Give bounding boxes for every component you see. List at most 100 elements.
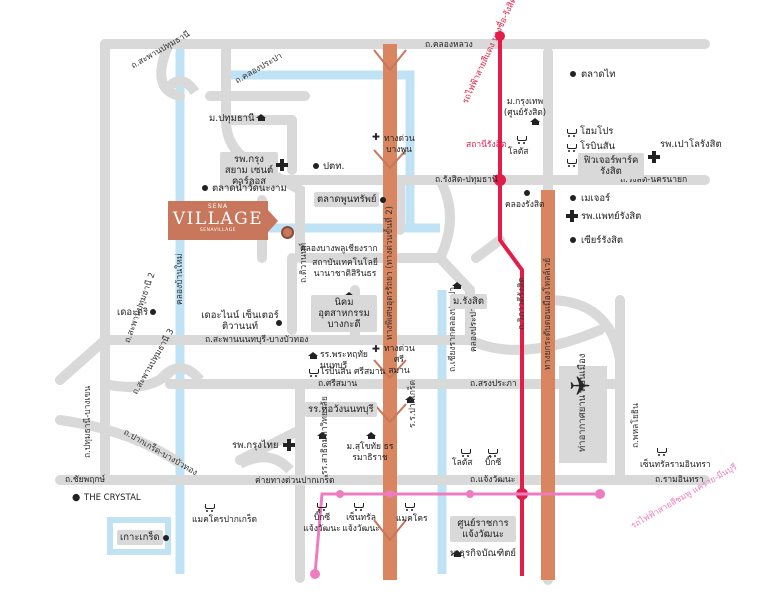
place-dot (202, 185, 208, 191)
shopping-cart-icon (516, 135, 527, 144)
red-station-top (495, 31, 505, 41)
pink-station-5 (595, 489, 605, 499)
place-zeer: เซียร์รังสิต (581, 235, 624, 246)
place-lotus-rangsit: โลตัส (508, 147, 529, 157)
road-label-chaengwattana: ถ.แจ้งวัฒนะ (470, 475, 516, 485)
airplane-icon: ✈ (569, 372, 591, 402)
place-sathaban: สถาบันเทคโนโลยี นานาชาติสิรินธร (312, 258, 378, 279)
place-dot (163, 535, 169, 541)
place-dot (570, 237, 576, 243)
road-label-khlong-luang: ถ.คลองหลวง (425, 40, 473, 50)
place-talat-phunsap: ตลาดพูนทรัพย์ (314, 192, 380, 207)
place-dot (150, 309, 156, 315)
pink-station-3 (386, 490, 394, 498)
place-government-center: ศูนย์ราชการ แจ้งวัฒนะ (450, 516, 516, 542)
place-rangsit-station: สถานีรังสิต (466, 140, 507, 150)
pink-station-4 (466, 490, 474, 498)
red-rail-line (498, 36, 524, 576)
place-major: เมเจอร์ (581, 193, 611, 204)
road-label-songprapa: ถ.สรงประภา (470, 379, 517, 389)
shopping-cart-icon (656, 447, 667, 456)
place-central-ramintra: เซ็นทรัลรามอินทรา (640, 460, 711, 470)
place-dot (313, 163, 319, 169)
place-rp-phat: รพ.แพทย์รังสิต (581, 211, 642, 222)
place-expressway-srisaman: ทางด่วน ศรีสมาน (384, 344, 415, 376)
road-label-khlong-bang-phai: คลองบางพลูเชียงราก (300, 244, 378, 254)
place-talat-thai: ตลาดไท (581, 69, 616, 80)
university-icon (452, 282, 463, 290)
road-label-tiwanon-canal: คลองบ้านใหม่ (175, 253, 185, 306)
project-pin-icon (281, 226, 294, 239)
place-khe-nine: เดอะไนน์ เซ็นเตอร์ ติวานนท์ (201, 310, 279, 332)
hospital-icon (276, 159, 288, 171)
tollway-ramps (373, 49, 407, 542)
university-icon (317, 432, 328, 440)
expressway-bangphun-icon: ✚ (372, 132, 380, 143)
shopping-cart-icon (566, 128, 577, 137)
shopping-cart-icon (566, 143, 577, 152)
place-dot (380, 197, 386, 203)
road-label-rangsit-nakhon-nayok: ถ.รังสิต-นครนายก (620, 175, 688, 185)
place-the-crystal: THE CRYSTAL (84, 493, 141, 503)
place-rp-krungsiam: รพ.กรุงสยาม เซนต์คาร์ลอส (220, 152, 278, 189)
shopping-cart-icon (353, 502, 364, 511)
place-lotus: โลตัส (452, 458, 473, 468)
road-label-pathum-bang-khen: ถ.ปทุมธานี-บางเขน (83, 385, 93, 458)
university-icon (452, 550, 463, 558)
interchanges (156, 76, 294, 474)
place-dot (524, 190, 530, 196)
road-label-rangsit-pathum: ถ.รังสิต-ปทุมธานี (435, 175, 498, 185)
road-label-tollway: ทางพิเศษอุดรรัถยา (ทางด่วนขั้นที่ 2) (385, 206, 395, 340)
pink-station-2 (336, 490, 344, 498)
place-talat-wat-chang: ตลาดน้ำวัดนะงาม (212, 183, 287, 194)
hospital-icon (648, 151, 660, 163)
hospital-icon (566, 210, 578, 222)
place-dot (570, 71, 576, 77)
university-icon (256, 114, 267, 122)
place-expressway-bangphun: ทางด่วน บางพูน (384, 134, 415, 155)
project-name: VILLAGE (172, 209, 264, 229)
place-dekori: เดอะกริ (117, 307, 149, 318)
place-mu-rangsit: ม.รังสิต (450, 294, 487, 309)
shopping-cart-icon (204, 503, 215, 512)
place-koh-kret: เกาะเกร็ด (117, 530, 163, 545)
project-marker-tip (268, 210, 278, 232)
road-label-chaiyaphruek: ถ.ชัยพฤกษ์ (65, 475, 106, 485)
place-robinson: โรบินสัน (580, 141, 616, 152)
expressway-srisaman-icon: ✚ (372, 344, 380, 355)
place-lotus-srisaman: โรบินสัน ศรีสมาน (320, 367, 386, 377)
place-sabaisawan: ร.ร.ปากเกร็ด (408, 380, 418, 428)
place-makro-pakkret: แมคโครปากเกร็ด (192, 515, 258, 525)
place-mu-dhurakij: ม.ธุรกิจบัณฑิตย์ (450, 548, 516, 559)
project-marker: SENA VILLAGE SENAVILLAGE (168, 201, 268, 240)
place-future-park: ฟิวเจอร์พาร์ค รังสิต (578, 153, 644, 179)
shopping-cart-icon (566, 158, 577, 167)
place-homepro: โฮมโปร (580, 126, 614, 137)
shopping-cart-icon (487, 448, 498, 457)
place-big-c-right: บิ๊กซี (485, 458, 502, 468)
place-rr-horawang: รร.หอวังนนทบุรี (305, 402, 377, 417)
pink-rail-line (313, 492, 600, 575)
place-rp-paolo: รพ.เปาโลรังสิต (660, 139, 722, 150)
project-brand-top: SENA (207, 203, 229, 210)
place-mu-pathumthani: ม.ปทุมธานี (209, 113, 255, 124)
place-mu-kasem: ม.กรุงเทพ (ศูนย์รังสิต) (503, 97, 547, 118)
road-label-pak-kret-expressway: ค่ายทางด่วนปากเกร็ด (255, 476, 335, 486)
place-don-mueang-airport: ท่าอากาศยาน ดอนเมือง (577, 353, 588, 452)
place-nikhom: นิคมอุตสาหกรรม บางกะดี (311, 295, 377, 332)
road-label-phahonyothin: ถ.พหลโยธิน (631, 403, 641, 448)
road-label-ram-intra: ถ.รามอินทรา (655, 475, 704, 485)
university-icon (308, 352, 319, 360)
road-label-tiwanon: ถ.ติวานนท์ (299, 242, 309, 283)
pink-station-1 (310, 569, 320, 579)
place-rr-phrakai: รร.พระหฤทัย นนทบุรี (320, 350, 368, 371)
shopping-cart-icon (316, 502, 327, 511)
place-laplaza: คลองรังสิต (505, 200, 545, 210)
shopping-cart-icon (308, 368, 319, 377)
university-icon (530, 118, 541, 126)
airport-box (559, 366, 607, 463)
hospital-icon (283, 439, 295, 451)
place-the-crystal-dot-label: ● (72, 492, 81, 503)
place-rp-krungthai: รพ.กรุงไทย (232, 440, 279, 451)
